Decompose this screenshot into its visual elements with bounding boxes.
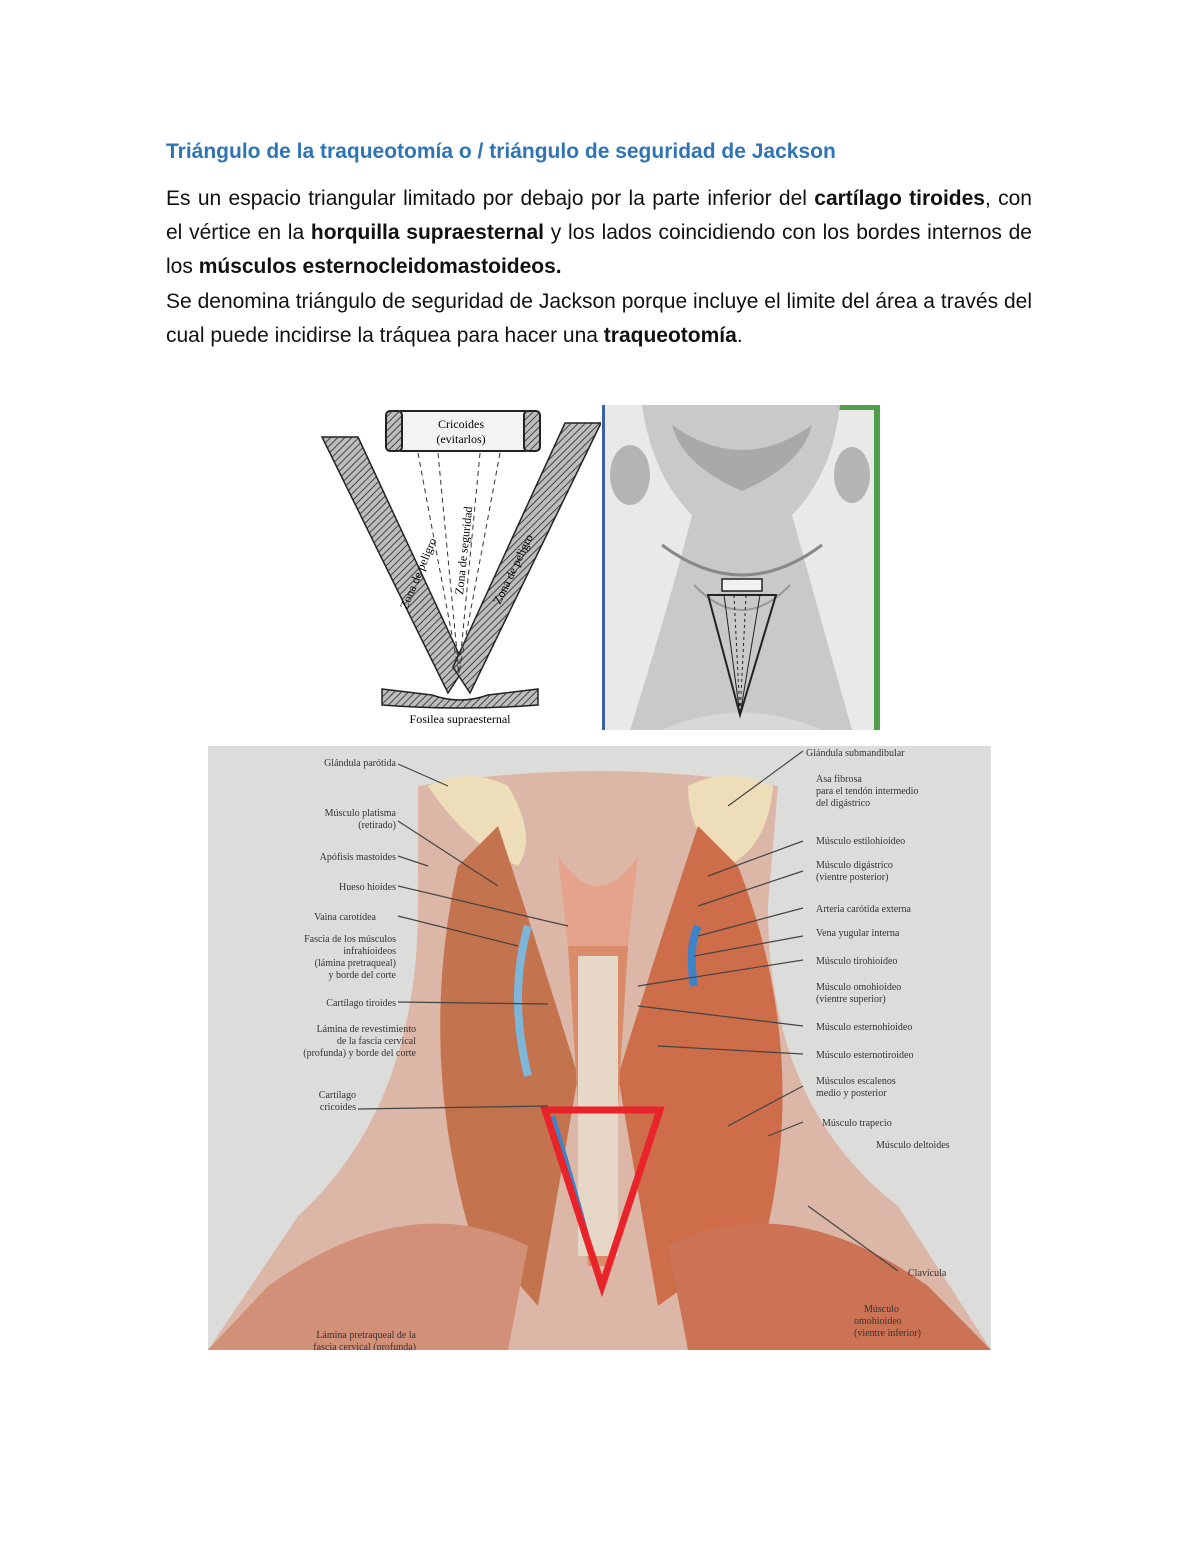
paragraph-definition: Es un espacio triangular limitado por de…	[166, 187, 1032, 278]
label-musculo-platisma: Músculo platisma	[325, 808, 397, 819]
paragraph-jackson: Se denomina triángulo de seguridad de Ja…	[166, 290, 1032, 347]
label-del-digastrico: del digástrico	[816, 798, 870, 809]
right-labels: Glándula submandibular Asa fibrosa para …	[806, 748, 950, 1339]
label-musculo-esternohioideo: Músculo esternohioideo	[816, 1022, 912, 1033]
label-fascia-cervical: de la fascia cervical	[337, 1036, 416, 1047]
label-musculo-tirohioideo: Músculo tirohioideo	[816, 956, 897, 967]
label-arteria-carotida: Arteria carótida externa	[816, 904, 912, 915]
label-vientre-superior: (vientre superior)	[816, 994, 886, 1005]
right-danger-band	[452, 422, 601, 695]
term-traqueotomia: traqueotomía	[603, 324, 737, 347]
label-hueso-hioides: Hueso hioides	[339, 882, 396, 893]
section-heading: Triángulo de la traqueotomía o / triángu…	[166, 140, 836, 163]
neck-triangle-sketch	[706, 578, 778, 719]
label-vientre-posterior: (vientre posterior)	[816, 872, 888, 883]
label-lamina-revestimiento: Lámina de revestimiento	[317, 1024, 416, 1035]
jackson-triangle-diagram: Cricoides (evitarlos) Zona de peligro Zo…	[320, 405, 601, 730]
term-esternocleidomastoideos: músculos esternocleidomastoideos.	[198, 255, 562, 278]
suprasternal-label: Fosilea supraesternal	[410, 712, 512, 726]
label-musculo-trapecio: Músculo trapecio	[822, 1118, 892, 1129]
label-cartilago: Cartílago	[319, 1090, 356, 1101]
cricoid-bar	[385, 410, 541, 452]
sternal-notch	[381, 688, 539, 709]
label-retirado: (retirado)	[358, 820, 396, 831]
label-musculo-estilohioideo: Músculo estilohioideo	[816, 836, 905, 847]
neck-sketch-svg	[602, 405, 880, 730]
left-labels: Glándula parótida Músculo platisma (reti…	[303, 758, 416, 1350]
label-musculo-deltoides: Músculo deltoides	[876, 1140, 950, 1151]
label-musculos-escalenos: Músculos escalenos	[816, 1076, 896, 1087]
label-fascia-musculos: Fascia de los músculos	[304, 934, 396, 945]
label-lamina-pretraqueal: (lámina pretraqueal)	[315, 958, 396, 969]
diagram-svg: Cricoides (evitarlos) Zona de peligro Zo…	[320, 410, 601, 726]
label-infrahioideos: infrahioideos	[343, 946, 396, 957]
label-medio-posterior: medio y posterior	[816, 1088, 887, 1099]
label-apofisis-mastoides: Apófisis mastoides	[320, 852, 396, 863]
label-lamina-pretraqueal-de-la: Lámina pretraqueal de la	[316, 1330, 416, 1341]
label-vena-yugular: Vena yugular interna	[816, 928, 900, 939]
term-horquilla-supraesternal: horquilla supraesternal	[310, 221, 545, 244]
label-musculo: Músculo	[864, 1304, 899, 1315]
anatomy-illustration: Glándula parótida Músculo platisma (reti…	[208, 746, 991, 1350]
leader-lines	[357, 750, 899, 1272]
cricoid-label: Cricoides	[438, 417, 484, 431]
safety-zone-label: Zona de seguridad	[452, 506, 475, 596]
label-cartilago-tiroides: Cartílago tiroides	[326, 998, 396, 1009]
left-danger-band	[320, 436, 466, 695]
label-omohioideo: omohioideo	[854, 1316, 902, 1327]
label-vientre-inferior: (vientre inferior)	[854, 1328, 921, 1339]
jackson-triangle-highlight	[540, 1106, 665, 1298]
label-clavicula: Clavícula	[908, 1268, 947, 1279]
safety-zone-lines	[417, 452, 501, 674]
label-glandula-submandibular: Glándula submandibular	[806, 748, 905, 759]
label-musculo-omohioideo: Músculo omohioideo	[816, 982, 901, 993]
label-tendon-intermedio: para el tendón intermedio	[816, 786, 918, 797]
label-profunda-borde: (profunda) y borde del corte	[303, 1048, 416, 1059]
anatomy-svg: Glándula parótida Músculo platisma (reti…	[208, 748, 991, 1350]
label-cricoides: cricoides	[320, 1102, 356, 1113]
label-musculo-esternotiroideo: Músculo esternotiroideo	[816, 1050, 913, 1061]
label-glandula-parotida: Glándula parótida	[324, 758, 396, 769]
label-fascia-cervical-profunda: fascia cervical (profunda)	[313, 1342, 416, 1350]
label-musculo-digastrico: Músculo digástrico	[816, 860, 893, 871]
label-asa-fibrosa: Asa fibrosa	[816, 774, 862, 785]
label-borde-corte: y borde del corte	[329, 970, 397, 981]
label-vaina-carotidea: Vaina carotídea	[314, 912, 376, 923]
cricoid-sublabel: (evitarlos)	[436, 432, 485, 446]
neck-sketch-image	[602, 405, 880, 730]
term-cartilago-tiroides: cartílago tiroides	[814, 187, 985, 210]
